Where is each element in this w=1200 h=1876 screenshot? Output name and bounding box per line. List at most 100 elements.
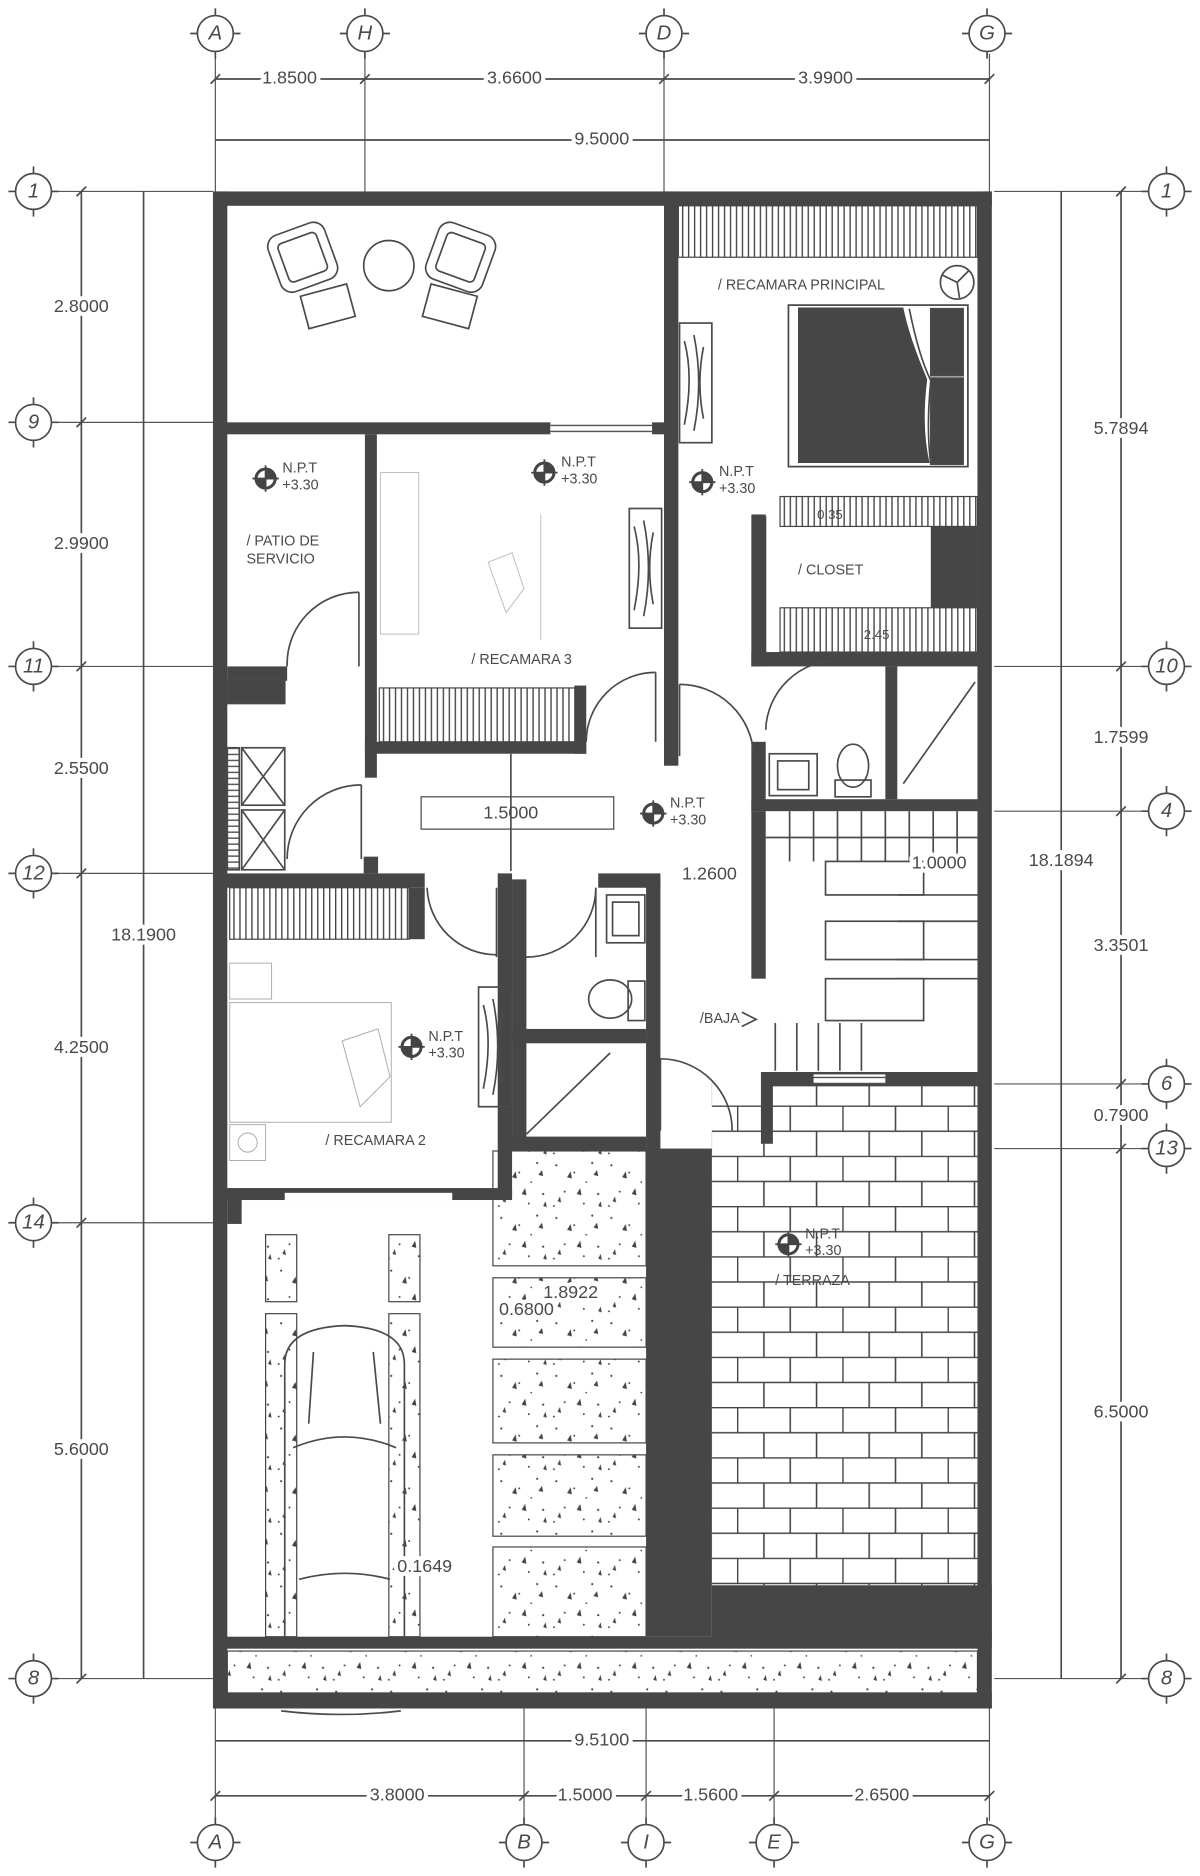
- room-label-master-bedroom: / RECAMARA PRINCIPAL: [718, 278, 885, 294]
- grid-bubble-label: H: [358, 23, 373, 45]
- dimension-ticks: [75, 73, 1127, 1802]
- grid-bubble-bottom: E: [748, 1817, 800, 1868]
- grid-bubble-label: A: [208, 23, 223, 45]
- grid-bubble-label: G: [979, 23, 995, 45]
- dimension-label: 2.8000: [54, 296, 109, 316]
- stair-width-dim: 1.0000: [912, 853, 967, 873]
- level-marker: N.P.T+3.30: [775, 1226, 842, 1259]
- room-label-patio-line2: SERVICIO: [246, 552, 314, 568]
- grid-bubble-label: 13: [1155, 1138, 1178, 1160]
- grid-bubble-right: 13: [1141, 1123, 1192, 1174]
- grid-bubble-label: 6: [1161, 1073, 1173, 1095]
- grid-bubble-right: 10: [1141, 641, 1192, 692]
- level-marker-label: N.P.T: [561, 455, 596, 471]
- closet-master-bottom: [779, 607, 979, 653]
- path-depth-dim: 0.6800: [499, 1299, 554, 1319]
- level-marker-label: N.P.T: [719, 464, 754, 480]
- grid-bubble-right: 4: [1141, 786, 1192, 837]
- grid-bubble-label: G: [979, 1831, 995, 1853]
- grid-bubble-bottom: G: [961, 1817, 1013, 1868]
- grid-bubble-right: 6: [1141, 1058, 1192, 1110]
- level-marker-value: +3.30: [719, 481, 755, 497]
- level-marker: N.P.T+3.30: [689, 464, 755, 497]
- grid-bubble-left: 14: [8, 1197, 59, 1248]
- closet-master: [779, 495, 979, 528]
- dimension-label: 3.6600: [487, 68, 542, 88]
- dimension-label: 5.7894: [1094, 418, 1149, 438]
- grid-bubble-label: 1: [1161, 180, 1172, 202]
- grid-bubble-bottom: I: [620, 1817, 672, 1868]
- grid-bubble-left: 12: [8, 848, 59, 899]
- closet-bedroom2: [229, 887, 410, 940]
- room-label-bedroom2: / RECAMARA 2: [325, 1133, 425, 1149]
- doors: [286, 591, 838, 1131]
- grid-bubble-label: E: [767, 1831, 781, 1853]
- level-marker-value: +3.30: [561, 471, 597, 487]
- grid-bubble-label: I: [643, 1831, 649, 1853]
- closet-bedroom3: [378, 687, 586, 743]
- grid-bubble-right: 1: [1141, 166, 1192, 217]
- level-marker-value: +3.30: [282, 477, 318, 493]
- hall-dimension-box: [420, 796, 615, 830]
- window-top: [550, 423, 653, 434]
- dimension-label: 3.9900: [798, 68, 853, 88]
- level-marker-value: +3.30: [670, 812, 706, 828]
- closet-depth-dim: 0.35: [817, 507, 843, 522]
- grid-bubble-label: 8: [28, 1668, 40, 1690]
- grid-bubble-top: H: [339, 8, 391, 59]
- dimension-label: 3.8000: [370, 1785, 425, 1805]
- dimension-label: 2.9900: [54, 533, 109, 553]
- level-marker-label: N.P.T: [282, 461, 317, 477]
- car: [281, 1324, 406, 1716]
- dimension-label: 2.5500: [54, 758, 109, 778]
- level-marker-value: +3.30: [428, 1046, 464, 1062]
- dimension-label: 2.6500: [854, 1785, 909, 1805]
- room-label-bedroom3: / RECAMARA 3: [471, 652, 571, 668]
- dimension-lines: [80, 78, 1122, 1797]
- closet-width-dim: 2.45: [864, 627, 890, 642]
- grid-bubble-left: 1: [8, 166, 59, 217]
- terrace-floor: [711, 1082, 978, 1586]
- grid-bubble-label: 9: [28, 411, 39, 433]
- grid-bubble-top: G: [961, 8, 1013, 59]
- grid-bubble-label: 8: [1161, 1668, 1173, 1690]
- grid-bubble-top: D: [638, 8, 690, 59]
- grid-bubble-label: A: [208, 1831, 223, 1853]
- grid-bubble-bottom: B: [498, 1817, 550, 1868]
- front-strip: [226, 1650, 979, 1694]
- level-marker: N.P.T+3.30: [252, 461, 319, 493]
- dimension-label: 9.5000: [574, 129, 629, 149]
- hall-width-dim: 1.5000: [483, 802, 538, 822]
- laundry: [226, 678, 286, 871]
- grid-bubble-top: A: [190, 8, 241, 59]
- bed-master-cover: [798, 307, 930, 464]
- bedroom3-bed: [379, 472, 542, 641]
- dimension-label: 1.5600: [683, 1785, 738, 1805]
- grid-bubble-left: 8: [8, 1653, 59, 1704]
- path-width-dim: 1.8922: [543, 1282, 598, 1302]
- grid-bubble-label: D: [657, 23, 672, 45]
- room-label-patio-line1: / PATIO DE: [246, 534, 319, 550]
- grid-bubble-left: 11: [8, 641, 59, 692]
- grid-bubble-label: 11: [23, 655, 44, 677]
- dimension-label: 4.2500: [54, 1037, 109, 1057]
- level-marker: N.P.T+3.30: [531, 455, 597, 487]
- dimension-label: 18.1894: [1029, 850, 1094, 870]
- grid-bubble-bottom: A: [190, 1817, 241, 1868]
- bedroom2-bed: [229, 962, 392, 1162]
- level-marker-label: N.P.T: [670, 796, 705, 812]
- grid-bubble-label: 4: [1161, 800, 1172, 822]
- furniture: [266, 221, 975, 1108]
- dimension-label: 5.6000: [54, 1439, 109, 1459]
- grid-bubble-label: B: [517, 1831, 531, 1853]
- level-marker: N.P.T+3.30: [640, 796, 706, 828]
- room-label-closet: / CLOSET: [798, 562, 864, 578]
- dimension-label: 1.8500: [262, 68, 317, 88]
- bed-master: [787, 304, 969, 468]
- hall-depth-dim: 1.2600: [682, 863, 737, 883]
- stairs: [741, 811, 978, 1071]
- dimension-label: 6.5000: [1094, 1402, 1149, 1422]
- grid-bubble-label: 14: [22, 1212, 45, 1234]
- level-marker-value: +3.30: [805, 1243, 841, 1259]
